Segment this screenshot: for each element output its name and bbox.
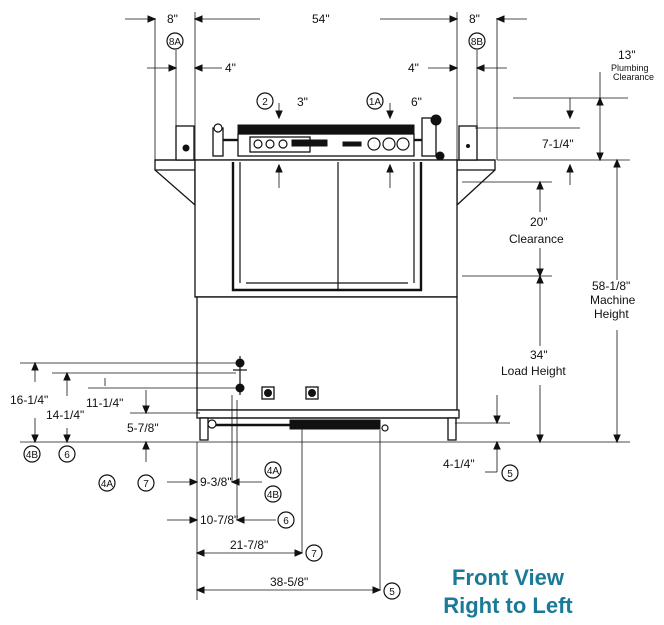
dim-4-1-4: 4-1/4" — [443, 457, 475, 471]
callout-1a: 1A — [366, 92, 384, 110]
dim-38-5-8: 38-5/8" — [270, 575, 308, 589]
callout-4a-mid: 4A — [264, 461, 282, 479]
dim-8-left: 8" — [167, 12, 178, 26]
dim-8-right: 8" — [469, 12, 480, 26]
svg-text:6: 6 — [64, 450, 70, 461]
svg-text:5: 5 — [507, 469, 513, 480]
dim-10-7-8: 10-7/8" — [200, 513, 238, 527]
svg-text:5: 5 — [389, 587, 395, 598]
plumbing-clearance-value: 13" — [618, 48, 636, 62]
callout-8b: 8B — [468, 32, 486, 50]
dim-54: 54" — [312, 12, 330, 26]
title-line-2: Right to Left — [443, 593, 573, 618]
callout-6-left: 6 — [58, 445, 76, 463]
svg-text:4A: 4A — [267, 466, 280, 477]
svg-text:8A: 8A — [169, 37, 182, 48]
callout-6-mid: 6 — [277, 511, 295, 529]
dim-3: 3" — [297, 95, 308, 109]
dimension-lines — [20, 12, 630, 600]
clearance-value: 20" — [530, 215, 548, 229]
callout-5-bottom: 5 — [383, 582, 401, 600]
svg-text:1A: 1A — [369, 97, 382, 108]
svg-text:4A: 4A — [101, 479, 114, 490]
machine-height-label-2: Height — [594, 307, 629, 321]
title-line-1: Front View — [452, 565, 565, 590]
dim-5-7-8: 5-7/8" — [127, 421, 159, 435]
machine-height-value: 58-1/8" — [592, 279, 630, 293]
machine-height-label-1: Machine — [590, 293, 636, 307]
plumbing-clearance-label-1: Plumbing — [611, 63, 649, 73]
dim-4-right: 4" — [408, 61, 419, 75]
svg-text:6: 6 — [283, 516, 289, 527]
dim-9-3-8: 9-3/8" — [200, 475, 232, 489]
svg-text:8B: 8B — [471, 37, 484, 48]
dim-7-1-4: 7-1/4" — [542, 137, 574, 151]
clearance-label: Clearance — [509, 232, 564, 246]
svg-text:7: 7 — [143, 479, 149, 490]
plumbing-clearance-label-2: Clearance — [613, 72, 654, 82]
callout-4b-mid: 4B — [264, 485, 282, 503]
load-height-label: Load Height — [501, 364, 566, 378]
callout-8a: 8A — [166, 32, 184, 50]
callout-7-left: 7 — [137, 474, 155, 492]
dim-16-1-4: 16-1/4" — [10, 393, 48, 407]
dim-14-1-4: 14-1/4" — [46, 408, 84, 422]
load-height-value: 34" — [530, 348, 548, 362]
svg-text:4B: 4B — [26, 450, 39, 461]
callout-7-mid: 7 — [305, 544, 323, 562]
dim-6: 6" — [411, 95, 422, 109]
svg-text:4B: 4B — [267, 490, 280, 501]
arrowheads — [31, 15, 621, 594]
dim-4-left: 4" — [225, 61, 236, 75]
callout-5-right: 5 — [501, 464, 519, 482]
dim-21-7-8: 21-7/8" — [230, 538, 268, 552]
svg-text:2: 2 — [262, 97, 268, 108]
callout-4b-left: 4B — [23, 445, 41, 463]
callout-4a-left: 4A — [98, 474, 116, 492]
callout-2: 2 — [256, 92, 274, 110]
machine-outline — [154, 114, 496, 441]
svg-text:7: 7 — [311, 549, 317, 560]
dim-11-1-4: 11-1/4" — [86, 396, 123, 410]
